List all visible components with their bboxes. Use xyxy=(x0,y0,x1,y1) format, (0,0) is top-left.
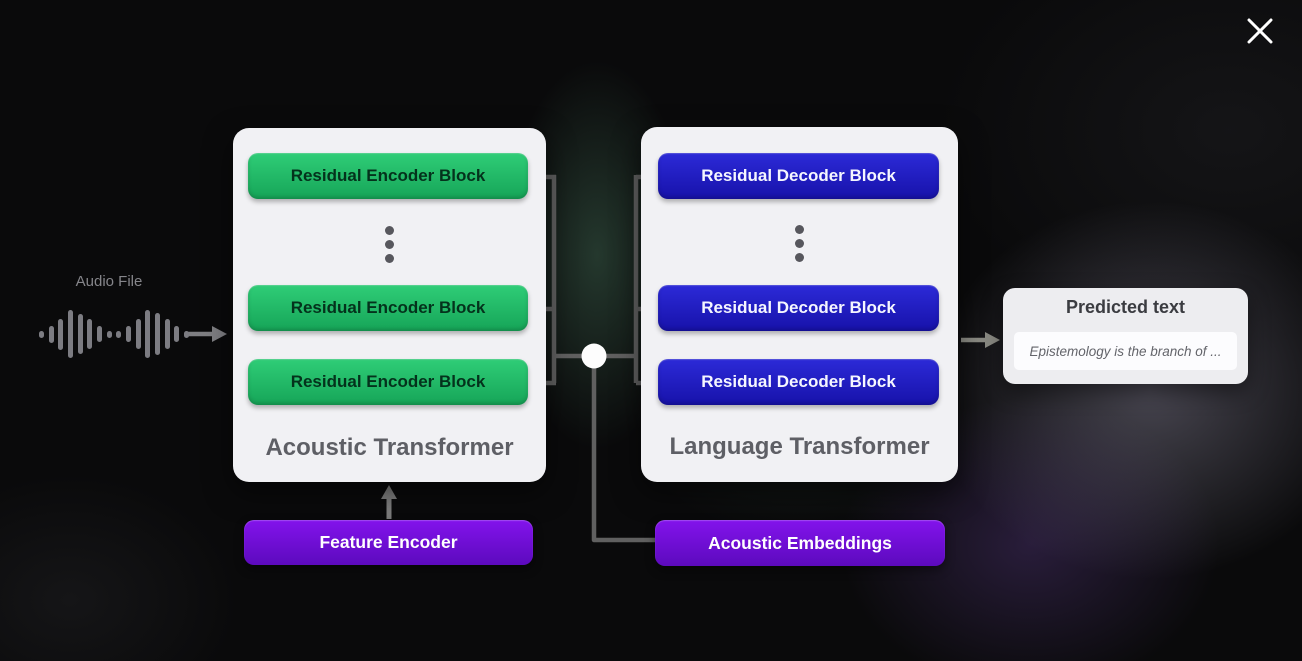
decoder-ellipsis-icon xyxy=(641,225,958,262)
residual-encoder-block-1: Residual Encoder Block xyxy=(248,153,528,199)
acoustic-embeddings-block: Acoustic Embeddings xyxy=(655,520,945,566)
predicted-text-value: Epistemology is the branch of ... xyxy=(1014,332,1237,370)
acoustic-transformer-panel: Residual Encoder Block Residual Encoder … xyxy=(233,128,546,482)
predicted-text-title: Predicted text xyxy=(1065,297,1186,317)
predicted-arrow xyxy=(961,332,1000,348)
encoder-ellipsis-icon xyxy=(233,226,546,263)
residual-encoder-block-3: Residual Encoder Block xyxy=(248,359,528,405)
audio-arrow xyxy=(188,326,227,342)
audio-waveform-icon xyxy=(39,305,189,363)
junction-node xyxy=(581,343,607,369)
residual-decoder-block-3: Residual Decoder Block xyxy=(658,359,939,405)
residual-encoder-block-2: Residual Encoder Block xyxy=(248,285,528,331)
close-icon xyxy=(1247,18,1273,44)
feature-encoder-arrow xyxy=(381,485,397,519)
acoustic-transformer-title: Acoustic Transformer xyxy=(265,434,514,461)
residual-decoder-block-2: Residual Decoder Block xyxy=(658,285,939,331)
predicted-text-card: Predicted text Epistemology is the branc… xyxy=(1003,288,1248,384)
language-transformer-panel: Residual Decoder Block Residual Decoder … xyxy=(641,127,958,482)
residual-decoder-block-1: Residual Decoder Block xyxy=(658,153,939,199)
feature-encoder-block: Feature Encoder xyxy=(244,520,533,565)
language-transformer-title: Language Transformer xyxy=(669,433,930,460)
close-button[interactable] xyxy=(1238,9,1282,53)
audio-file-label: Audio File xyxy=(75,273,143,290)
